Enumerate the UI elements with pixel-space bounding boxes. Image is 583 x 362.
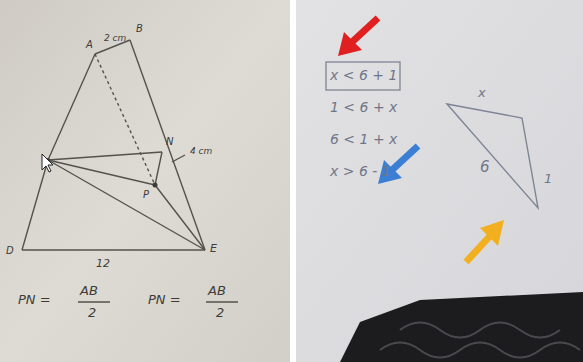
geometry-figure [22, 40, 205, 250]
fraction-denominator: 2 [216, 306, 224, 319]
side-label: 1 [544, 172, 552, 185]
point-label: P [143, 190, 149, 200]
fabric-pattern [380, 323, 580, 358]
inequality-text: 6 < 1 + x [330, 132, 397, 146]
point-label: N [166, 137, 173, 147]
point-label: B [136, 24, 143, 34]
side-label: 6 [480, 160, 490, 175]
yellow-arrow [466, 220, 504, 262]
dimension-label: 12 [96, 258, 110, 269]
fraction-numerator: AB [208, 284, 226, 297]
box-outline [326, 62, 400, 90]
right-photo [296, 0, 583, 362]
point-label: E [210, 243, 217, 254]
fraction-denominator: 2 [88, 306, 96, 319]
triangle [447, 104, 538, 208]
mouse-cursor [42, 154, 53, 172]
inequality-text: x > 6 - 1 [330, 164, 391, 178]
dimension-label: 2 cm [104, 34, 126, 43]
left-photo [0, 0, 290, 362]
formula-text: PN = [148, 293, 181, 306]
red-arrow [338, 18, 378, 56]
inequality-text: 1 < 6 + x [330, 100, 397, 114]
point-label: A [86, 40, 93, 50]
point-label: D [6, 246, 14, 256]
dark-fabric [340, 292, 583, 362]
dimension-label: 4 cm [190, 147, 212, 156]
side-label: x [478, 86, 486, 99]
formula-text: PN = [18, 293, 51, 306]
inequality-text: x < 6 + 1 [330, 68, 397, 82]
fraction-numerator: AB [80, 284, 98, 297]
